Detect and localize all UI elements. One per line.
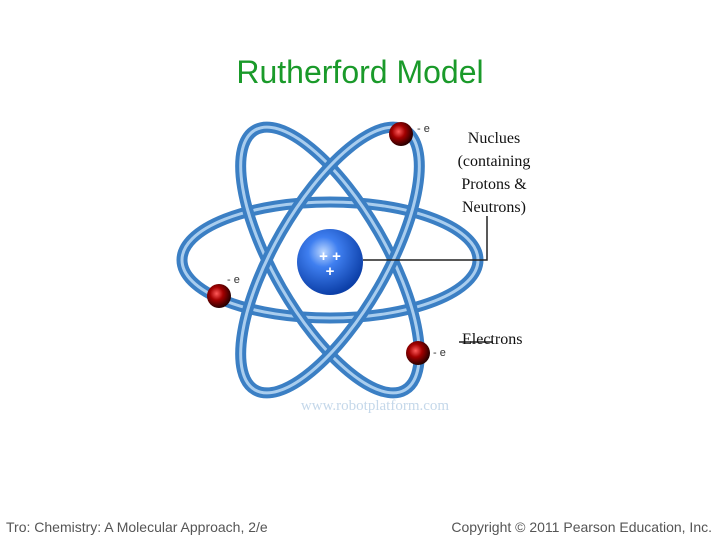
nucleus xyxy=(297,229,363,295)
nucleus-label: Nuclues (containing Protons & Neutrons) xyxy=(444,127,544,219)
footer-citation: Tro: Chemistry: A Molecular Approach, 2/… xyxy=(6,519,268,535)
electron-top-charge: - e xyxy=(417,123,430,135)
atom-diagram: + + + - e - e - e www.robotplatform.com xyxy=(176,121,493,414)
nucleus-label-line: Nuclues xyxy=(467,130,521,147)
orbit-tilted-right xyxy=(235,121,425,399)
slide-title: Rutherford Model xyxy=(236,54,484,90)
watermark: www.robotplatform.com xyxy=(301,398,449,414)
nucleus-label-line: (containing xyxy=(457,153,531,170)
electron-left xyxy=(207,284,231,308)
electrons-label: Electrons xyxy=(462,331,523,348)
nucleus-charge-top: + + xyxy=(319,248,341,265)
footer-copyright: Copyright © 2011 Pearson Education, Inc. xyxy=(451,519,712,535)
nucleus-label-line: Protons & xyxy=(461,176,527,193)
electron-bottom xyxy=(406,341,430,365)
nucleus-charge-bottom: + xyxy=(326,263,335,280)
nucleus-label-line: Neutrons) xyxy=(462,199,526,216)
nucleus-pointer-line xyxy=(363,216,488,261)
electron-bottom-charge: - e xyxy=(433,347,446,359)
electron-top xyxy=(389,122,413,146)
electron-left-charge: - e xyxy=(227,274,240,286)
